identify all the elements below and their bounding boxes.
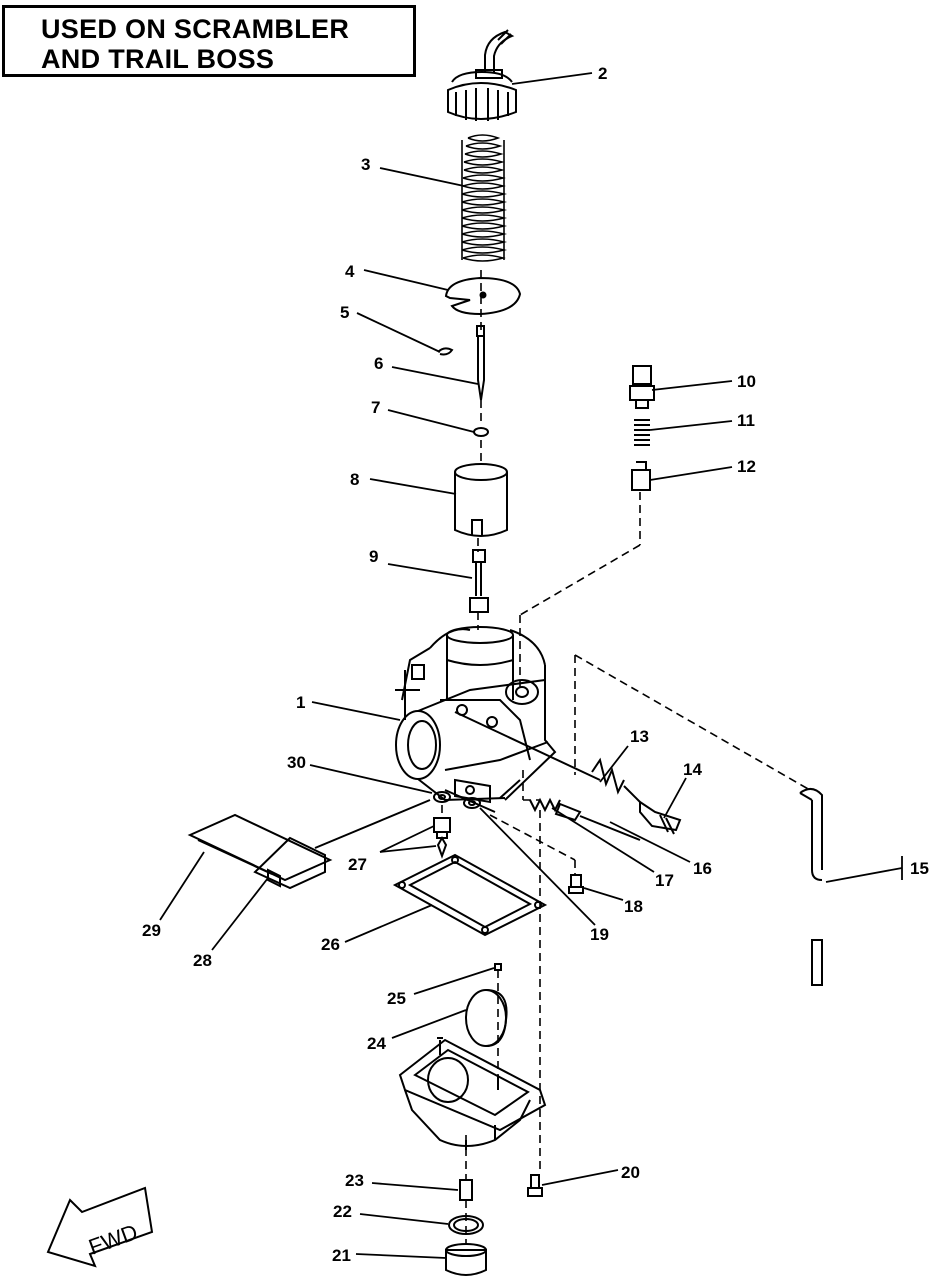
callout-20: 20 (621, 1163, 640, 1182)
fwd-arrow: FWD (46, 1186, 154, 1268)
callout-numbers: 2 3 4 5 6 7 8 9 10 11 12 1 13 14 30 27 2… (142, 64, 929, 1265)
callout-13: 13 (630, 727, 649, 746)
callout-11: 11 (737, 411, 755, 430)
leader-lines (159, 72, 903, 1259)
title-box: USED ON SCRAMBLER AND TRAIL BOSS (2, 5, 416, 77)
small-screw (568, 874, 584, 894)
callout-27: 27 (348, 855, 367, 874)
callout-18: 18 (624, 897, 643, 916)
callout-16: 16 (693, 859, 712, 878)
jet-needle (476, 325, 485, 401)
needle-jet (469, 549, 489, 613)
callout-6: 6 (374, 354, 383, 373)
title-line-1: USED ON SCRAMBLER (41, 14, 350, 44)
callout-22: 22 (333, 1202, 352, 1221)
fitting-stack (629, 365, 655, 491)
float-bowl-gasket (392, 853, 548, 937)
idle-screw (529, 797, 641, 841)
callout-1: 1 (296, 693, 305, 712)
callout-29: 29 (142, 921, 161, 940)
float-and-pin (465, 963, 508, 1047)
callout-5: 5 (340, 303, 349, 322)
callout-12: 12 (737, 457, 756, 476)
washer (473, 427, 489, 437)
callout-15: 15 (910, 859, 929, 878)
float-valve-parts (433, 791, 481, 859)
vent-tube (799, 788, 823, 986)
callout-30: 30 (287, 753, 306, 772)
callout-2: 2 (598, 64, 607, 83)
callout-9: 9 (369, 547, 378, 566)
needle-clip (437, 347, 454, 356)
title-line-2: AND TRAIL BOSS (41, 44, 275, 74)
bracket-and-hose (187, 799, 431, 890)
top-cap (447, 29, 517, 121)
spring (461, 134, 508, 262)
callout-17: 17 (655, 871, 674, 890)
callout-10: 10 (737, 372, 756, 391)
callout-4: 4 (345, 262, 355, 281)
throttle-cable-adjuster (454, 711, 682, 835)
callout-3: 3 (361, 155, 370, 174)
callout-8: 8 (350, 470, 359, 489)
carburetor-body (395, 626, 557, 813)
callout-26: 26 (321, 935, 340, 954)
callout-23: 23 (345, 1171, 364, 1190)
callout-21: 21 (332, 1246, 351, 1265)
callout-19: 19 (590, 925, 609, 944)
throttle-slide (454, 463, 508, 537)
retainer-plate (444, 276, 522, 316)
drain-parts (445, 1174, 543, 1276)
callout-28: 28 (193, 951, 212, 970)
callout-24: 24 (367, 1034, 386, 1053)
float-bowl (398, 1037, 547, 1150)
callout-14: 14 (683, 760, 702, 779)
callout-25: 25 (387, 989, 406, 1008)
callout-7: 7 (371, 398, 380, 417)
